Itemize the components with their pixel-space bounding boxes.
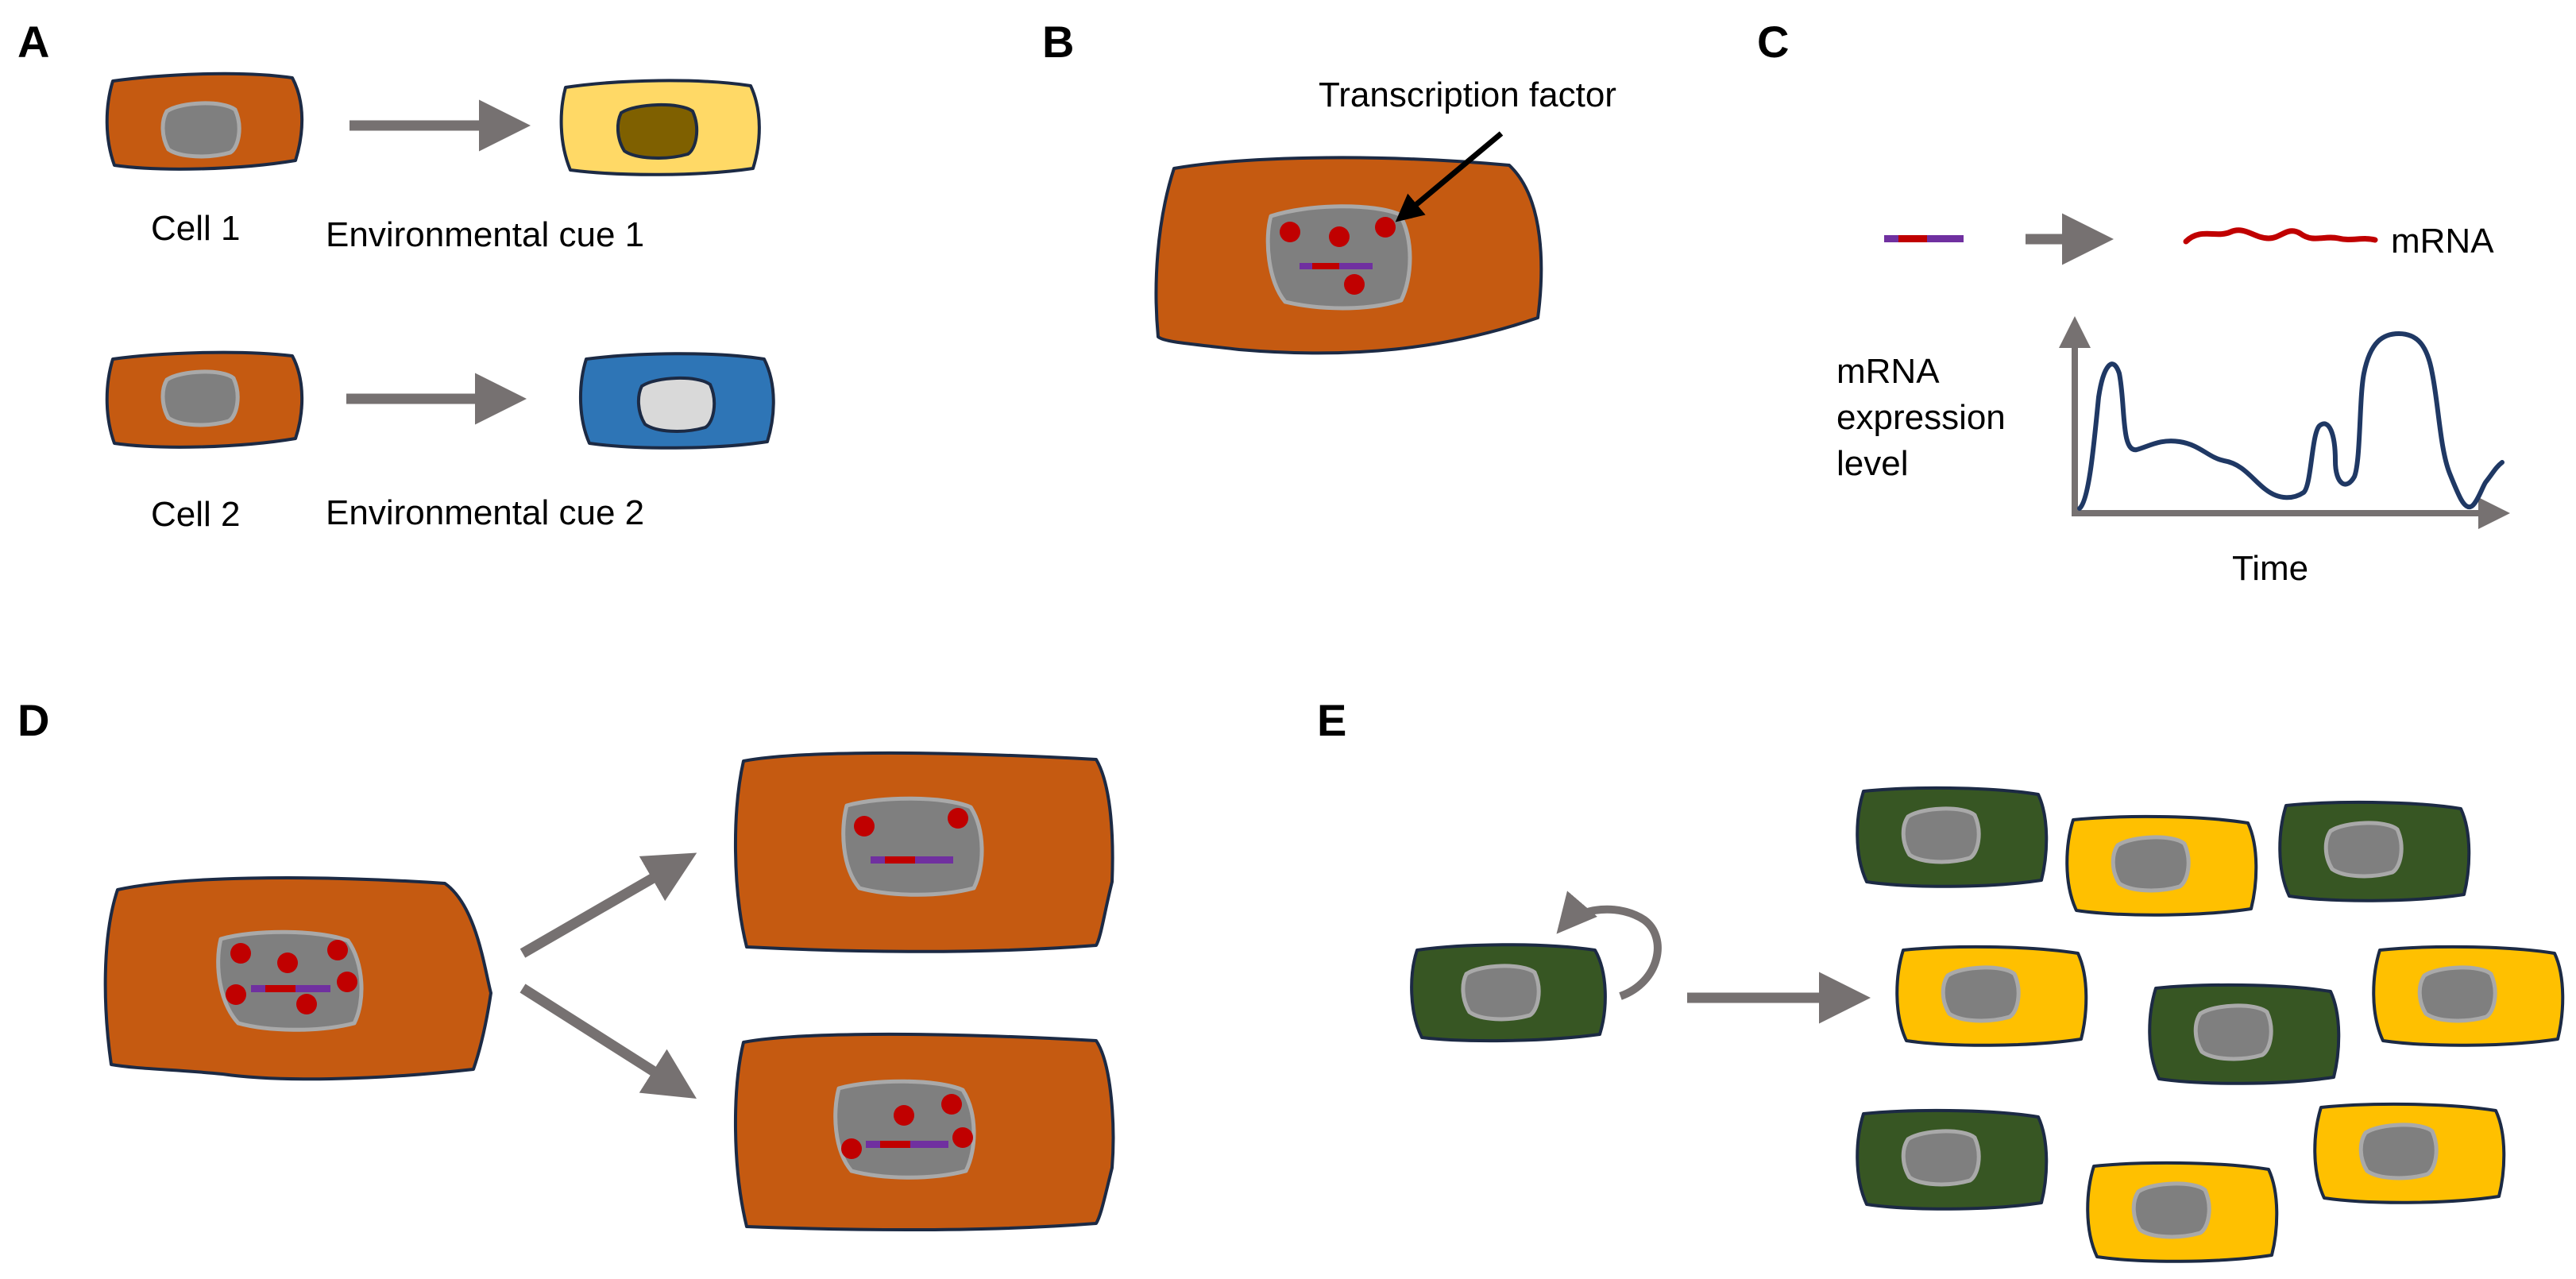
panel-d-mother-tf-2 xyxy=(277,952,298,973)
panel-c-ylabel-line2: expression xyxy=(1836,398,2006,437)
panel-e-cell-7 xyxy=(1856,1108,2049,1211)
cell-1-label: Cell 1 xyxy=(151,209,241,248)
differentiated-cell-2-nucleus xyxy=(636,377,716,433)
panel-d-arrow-upper xyxy=(519,852,697,958)
panel-b-tf-3 xyxy=(1375,217,1396,238)
cell-2-nucleus xyxy=(160,369,240,427)
panel-b-letter: B xyxy=(1042,17,1074,67)
panel-c-expression-trace xyxy=(2077,331,2505,511)
differentiated-cell-2 xyxy=(578,352,775,450)
panel-c: C mRNA mRNA expression level Time xyxy=(1757,17,2510,588)
panel-d-arrow-lower xyxy=(519,983,697,1099)
panel-d-daughter-2-tf-3 xyxy=(952,1127,973,1148)
panel-b-tf-2 xyxy=(1329,226,1350,247)
cue-1-label: Environmental cue 1 xyxy=(326,215,644,254)
panel-d-mother-tf-5 xyxy=(226,984,246,1005)
panel-d: D xyxy=(17,695,1115,1232)
panel-b: B Transcription factor xyxy=(1042,17,1616,355)
panel-e-self-renewal-arrow xyxy=(1556,891,1662,1000)
panel-a: A Cell 1 Environmental cue 1 Cell 2 Envi… xyxy=(17,17,775,534)
differentiated-cell-1 xyxy=(559,79,761,176)
panel-b-tf-1 xyxy=(1280,222,1300,242)
panel-b-gene-red xyxy=(1312,263,1339,269)
panel-c-mrna-label: mRNA xyxy=(2391,222,2494,261)
panel-d-daughter-1-tf-2 xyxy=(948,808,968,829)
panel-b-tf-label: Transcription factor xyxy=(1319,75,1616,114)
panel-c-mrna-squiggle xyxy=(2183,227,2378,245)
panel-c-letter: C xyxy=(1757,17,1789,67)
panel-d-daughter-2-nucleus xyxy=(833,1079,976,1180)
panel-d-mother-tf-1 xyxy=(230,943,251,964)
panel-e-cell-2 xyxy=(2065,814,2258,917)
panel-d-mother-tf-6 xyxy=(296,994,317,1014)
panel-e-cell-1 xyxy=(1856,786,2049,888)
cell-1-nucleus xyxy=(160,101,241,159)
panel-d-daughter-2-tf-1 xyxy=(894,1105,914,1126)
cell-2 xyxy=(105,350,304,449)
panel-e-cell-5 xyxy=(2148,983,2341,1085)
panel-e-cell-4 xyxy=(1895,945,2088,1047)
panel-c-gene-red xyxy=(1898,235,1927,242)
panel-c-ylabel-line3: level xyxy=(1836,444,1909,483)
panel-d-mother-tf-3 xyxy=(327,940,348,960)
differentiated-cell-1-nucleus xyxy=(616,103,699,160)
cell-2-label: Cell 2 xyxy=(151,495,241,534)
panel-e-cell-6 xyxy=(2372,945,2565,1047)
panel-d-mother-nucleus xyxy=(216,929,364,1032)
panel-d-mother-tf-4 xyxy=(337,972,357,992)
panel-c-ylabel-line1: mRNA xyxy=(1836,352,1940,391)
cell-1 xyxy=(105,71,304,171)
panel-d-daughter-2-tf-2 xyxy=(941,1094,962,1115)
panel-a-letter: A xyxy=(17,17,49,67)
panel-d-daughter-2-gene-red xyxy=(880,1141,910,1148)
panel-e-stem-cell-nucleus xyxy=(1461,964,1541,1022)
panel-d-mother-gene-red xyxy=(265,985,295,992)
panel-e-cell-3 xyxy=(2278,800,2471,902)
panel-d-daughter-1-tf-1 xyxy=(854,816,875,837)
panel-b-tf-4 xyxy=(1344,274,1365,295)
panel-c-xlabel: Time xyxy=(2232,549,2308,588)
panel-e-cell-8 xyxy=(2086,1161,2279,1263)
panel-b-tf-pointer xyxy=(1395,131,1504,222)
panel-e: E xyxy=(1317,695,2565,1263)
panel-e-letter: E xyxy=(1317,695,1346,745)
cue-2-label: Environmental cue 2 xyxy=(326,493,644,532)
panel-d-daughter-1-gene-red xyxy=(885,856,915,864)
panel-d-daughter-2-tf-4 xyxy=(841,1138,862,1159)
panel-d-letter: D xyxy=(17,695,49,745)
panel-d-daughter-1-nucleus xyxy=(841,796,984,897)
panel-b-nucleus xyxy=(1265,204,1412,311)
panel-e-cell-9 xyxy=(2313,1102,2506,1204)
